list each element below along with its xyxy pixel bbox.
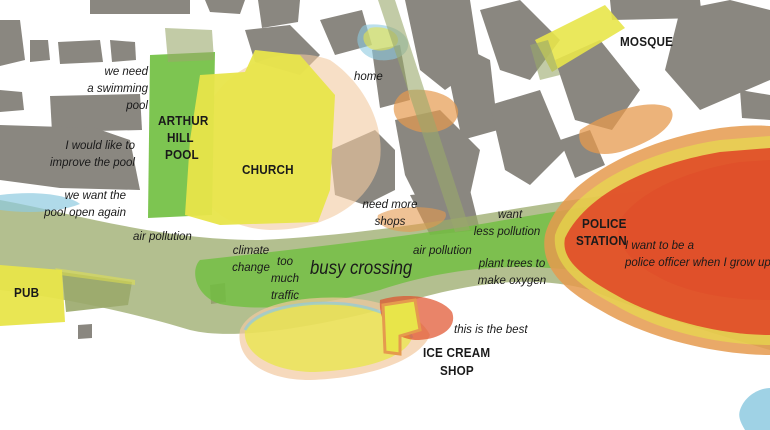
ice-cream-shop-label-2: SHOP	[440, 363, 474, 378]
building	[50, 94, 142, 132]
too-much-traffic-note-2: much	[270, 273, 300, 285]
swimming-pool-note-1: we need	[104, 66, 148, 78]
too-much-traffic-note-3: traffic	[270, 290, 300, 302]
church-label: CHURCH	[242, 162, 294, 177]
ice-cream-shop-label-1: ICE CREAM	[423, 345, 491, 360]
building	[205, 0, 245, 14]
building	[440, 35, 498, 140]
building	[30, 40, 50, 62]
mosque-label: MOSQUE	[620, 34, 674, 49]
swimming-pool-note-2: a swimming	[87, 83, 148, 95]
mosque-olive-zone	[530, 40, 560, 80]
less-pollution-note-1: want	[497, 209, 523, 221]
pool-open-note-2: pool open again	[44, 207, 126, 219]
too-much-traffic-note-1: too	[277, 256, 293, 268]
pub-outline-zone	[55, 268, 135, 285]
pub-label: PUB	[14, 285, 40, 300]
building	[258, 0, 300, 28]
police-officer-note-2: police officer when I grow up	[625, 257, 770, 269]
shops-orange-zone	[377, 207, 446, 232]
improve-pool-note-1: I would like to	[65, 140, 135, 152]
building	[90, 0, 190, 14]
best-shop-note: this is the best	[454, 324, 528, 336]
climate-change-note-1: climate	[232, 245, 270, 257]
building	[0, 125, 140, 190]
police-station-label-1: POLICE	[582, 216, 627, 231]
pool-outline-zone	[165, 28, 214, 62]
less-pollution-note-2: less pollution	[473, 226, 541, 238]
road-strip-zone	[378, 0, 470, 232]
pub-yellow-zone	[0, 265, 65, 326]
building	[78, 324, 92, 339]
ice-cream-shop-block	[381, 298, 422, 356]
plant-trees-note-2: make oxygen	[477, 275, 547, 287]
arthur-hill-pool-label-2: HILL	[167, 130, 194, 145]
air-pollution-note-center: air pollution	[413, 245, 472, 257]
pool-open-note-1: we want the	[64, 190, 126, 202]
building	[110, 40, 136, 62]
building	[0, 20, 25, 66]
building	[555, 40, 640, 130]
ice-cream-yellow-zone	[244, 303, 412, 372]
east-orange-zone	[579, 104, 673, 154]
police-station-label-2: STATION	[576, 233, 627, 248]
building	[0, 90, 24, 112]
police-inner-red	[618, 160, 770, 300]
building	[58, 40, 103, 64]
police-officer-note-1: I want to be a	[625, 240, 695, 252]
arthur-hill-pool-label-1: ARTHUR	[158, 113, 209, 128]
plant-trees-note-1: plant trees to	[478, 258, 546, 270]
building	[740, 90, 770, 120]
mosque-yellow-zone	[535, 5, 625, 72]
air-pollution-note-left: air pollution	[133, 231, 192, 243]
building	[665, 0, 770, 110]
building	[490, 90, 565, 185]
arthur-hill-pool-label-3: POOL	[165, 147, 199, 162]
lake-blue-zone	[739, 388, 770, 430]
more-shops-note-1: need more	[362, 199, 418, 211]
blue-strip-zone	[0, 193, 80, 212]
more-shops-note-2: shops	[374, 216, 406, 228]
church-yellow-zone	[185, 50, 335, 225]
improve-pool-note-2: improve the pool	[49, 157, 135, 169]
busy-crossing-note: busy crossing	[310, 258, 413, 279]
home-note: home	[354, 71, 383, 83]
swimming-pool-note-3: pool	[126, 100, 148, 112]
climate-change-note-2: change	[232, 262, 270, 274]
